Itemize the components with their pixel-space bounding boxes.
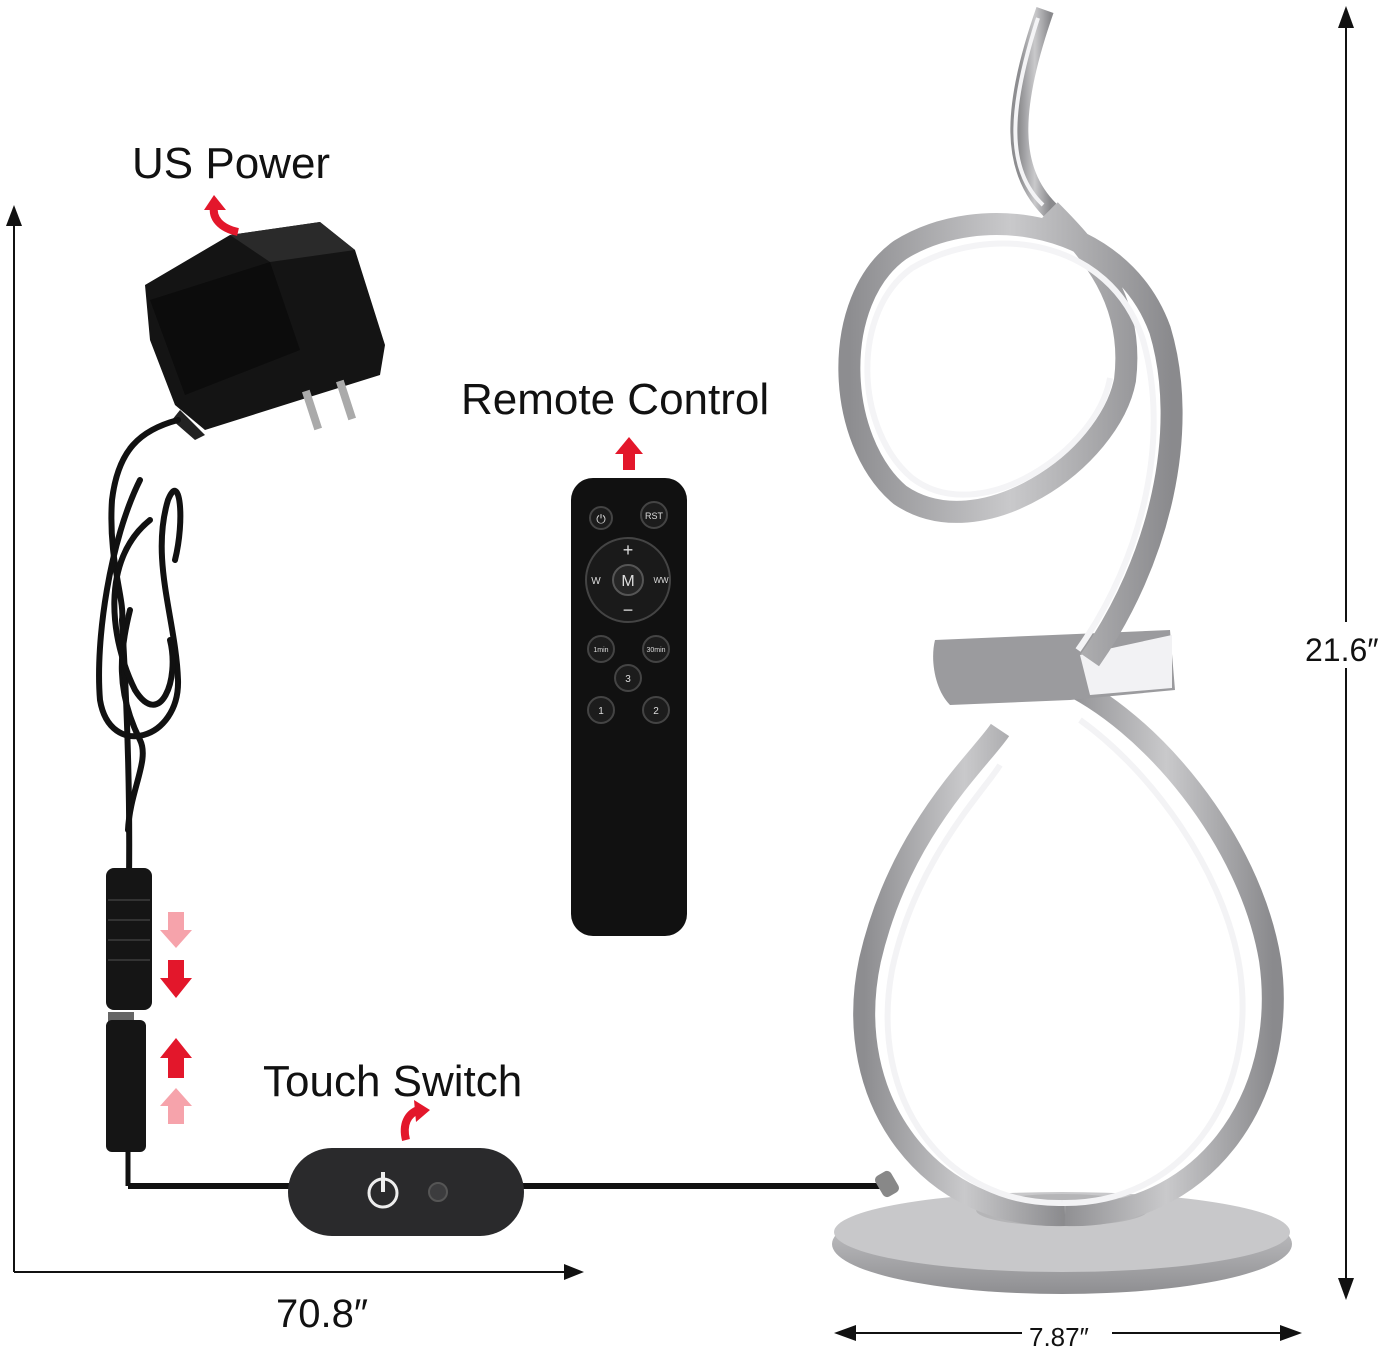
remote-arrow: [615, 437, 643, 470]
touch-switch-arrow: [400, 1100, 430, 1141]
remote-timer-30-button: 30min: [646, 647, 665, 654]
height-dimension: [1338, 6, 1354, 1300]
remote-m-button: M: [621, 573, 634, 590]
touch-switch: [288, 1148, 880, 1236]
remote-mode-1-button: 1: [598, 706, 604, 717]
length-dimension: [14, 1264, 584, 1280]
us-power-arrow: [204, 195, 240, 236]
base-width-dimension: [834, 1325, 1302, 1341]
remote-control-body: [571, 478, 687, 936]
remote-reset-button: RST: [645, 511, 664, 521]
remote-plus-button: +: [623, 540, 634, 560]
height-dimension-left: [6, 205, 22, 1272]
remote-power-button: ⏻: [596, 512, 606, 526]
connect-arrows: [160, 912, 192, 1124]
base-width-label: 7.87″: [1029, 1322, 1089, 1352]
remote-mode-2-button: 2: [653, 706, 659, 717]
lamp-height-label: 21.6″: [1305, 632, 1379, 668]
dc-connector: [106, 868, 290, 1189]
touch-switch-label: Touch Switch: [263, 1057, 523, 1106]
remote-timer-1-button: 1min: [593, 647, 608, 654]
remote-minus-button: −: [623, 600, 634, 620]
spiral-lamp: [832, 7, 1292, 1294]
remote-control-label: Remote Control: [461, 375, 770, 424]
remote-mode-3-button: 3: [625, 674, 631, 685]
cord-length-label: 70.8″: [276, 1292, 369, 1336]
remote-w-button: W: [591, 576, 601, 587]
power-cord: [96, 417, 184, 883]
remote-ww-button: WW: [653, 576, 669, 585]
us-power-label: US Power: [132, 139, 331, 188]
power-adapter: [145, 222, 385, 440]
